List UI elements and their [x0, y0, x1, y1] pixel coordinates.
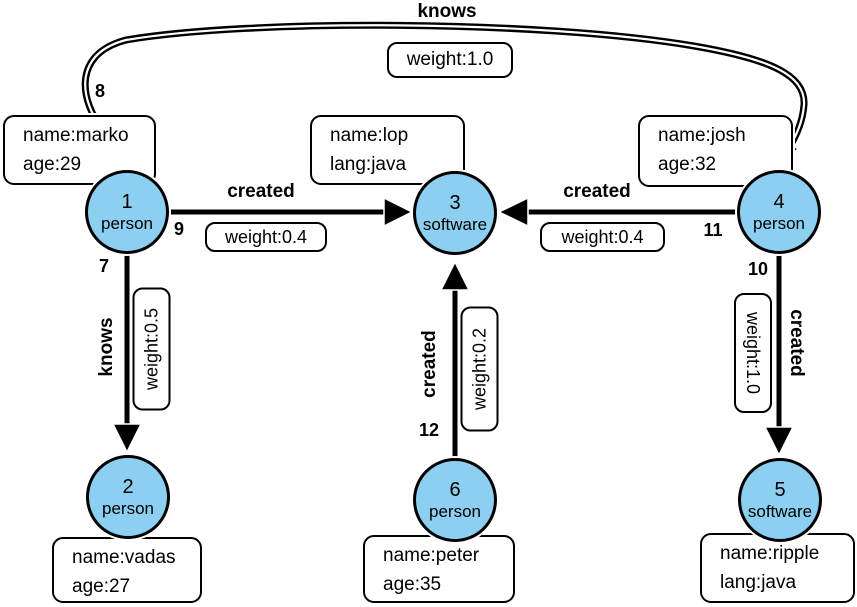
edge-created-11 — [497, 196, 738, 228]
property-name: name:vadas — [72, 547, 176, 568]
property-age: age:27 — [72, 576, 131, 597]
vertex-id: 5 — [774, 479, 786, 501]
edge-id-11: 11 — [703, 220, 723, 240]
vertex-type: person — [753, 214, 805, 233]
weight-box-edge-7: weight:0.5 — [132, 287, 171, 411]
property-name: name:lop — [330, 125, 409, 146]
property-name: name:ripple — [720, 543, 820, 564]
vertex-id: 4 — [773, 191, 785, 213]
edge-id-10: 10 — [747, 259, 769, 279]
property-age: age:29 — [23, 154, 82, 175]
vertex-id: 1 — [121, 191, 133, 213]
weight-box-edge-9: weight:0.4 — [205, 222, 327, 252]
vertex-type: person — [429, 502, 481, 521]
edge-label-created-11: created — [563, 181, 631, 202]
edge-label-knows-7: knows — [96, 317, 117, 377]
vertex-5-ripple: 5 software — [738, 458, 822, 542]
properties-vertex-5: name:ripple lang:java — [700, 533, 855, 603]
weight-value: weight:1.0 — [406, 49, 494, 70]
arrowhead-knows-7 — [111, 423, 143, 454]
vertex-type: software — [747, 502, 813, 521]
property-age: age:32 — [658, 154, 717, 175]
weight-value: weight:0.4 — [561, 226, 644, 247]
edge-knows-7 — [111, 252, 143, 454]
vertex-type: software — [422, 215, 488, 234]
vertex-id: 2 — [122, 476, 134, 498]
property-lang: lang:java — [720, 572, 797, 593]
edge-label-knows-8: knows — [417, 1, 477, 22]
weight-box-edge-12: weight:0.2 — [460, 306, 499, 432]
vertex-4-josh: 4 person — [737, 170, 821, 254]
edge-created-12 — [439, 260, 471, 460]
weight-box-edge-8: weight:1.0 — [387, 42, 513, 78]
edge-created-9 — [168, 196, 414, 228]
edge-label-created-12: created — [419, 330, 440, 398]
edge-id-9: 9 — [173, 219, 184, 239]
vertex-1-marko: 1 person — [85, 170, 169, 254]
properties-vertex-6: name:peter age:35 — [363, 535, 515, 603]
vertex-id: 3 — [449, 192, 461, 214]
property-name: name:peter — [383, 545, 480, 566]
weight-value: weight:0.2 — [469, 327, 489, 411]
property-name: name:marko — [23, 125, 129, 146]
vertex-id: 6 — [449, 479, 461, 501]
vertex-2-vadas: 2 person — [86, 455, 170, 539]
weight-value: weight:1.0 — [743, 311, 764, 395]
edge-id-8: 8 — [94, 81, 105, 101]
weight-value: weight:0.4 — [224, 226, 308, 247]
properties-vertex-1: name:marko age:29 — [3, 115, 156, 185]
property-lang: lang:java — [330, 154, 407, 175]
arrowhead-created-9 — [383, 196, 414, 228]
vertex-6-peter: 6 person — [413, 458, 497, 542]
arrowhead-created-10 — [763, 426, 795, 457]
properties-vertex-2: name:vadas age:27 — [52, 537, 202, 603]
edge-id-12: 12 — [418, 420, 440, 440]
arrowhead-created-11 — [497, 196, 529, 228]
edge-id-7: 7 — [98, 256, 109, 276]
edge-label-created-10: created — [786, 309, 807, 377]
edge-created-10 — [763, 252, 795, 457]
weight-box-edge-10: weight:1.0 — [734, 293, 772, 413]
edge-label-created-9: created — [227, 181, 295, 202]
property-name: name:josh — [658, 125, 746, 146]
arrowhead-created-12 — [439, 260, 471, 291]
vertex-type: person — [102, 499, 154, 518]
weight-value: weight:0.5 — [141, 307, 161, 391]
vertex-3-lop: 3 software — [413, 171, 497, 255]
weight-box-edge-11: weight:0.4 — [540, 222, 665, 252]
vertex-type: person — [101, 214, 153, 233]
property-age: age:35 — [383, 574, 442, 595]
